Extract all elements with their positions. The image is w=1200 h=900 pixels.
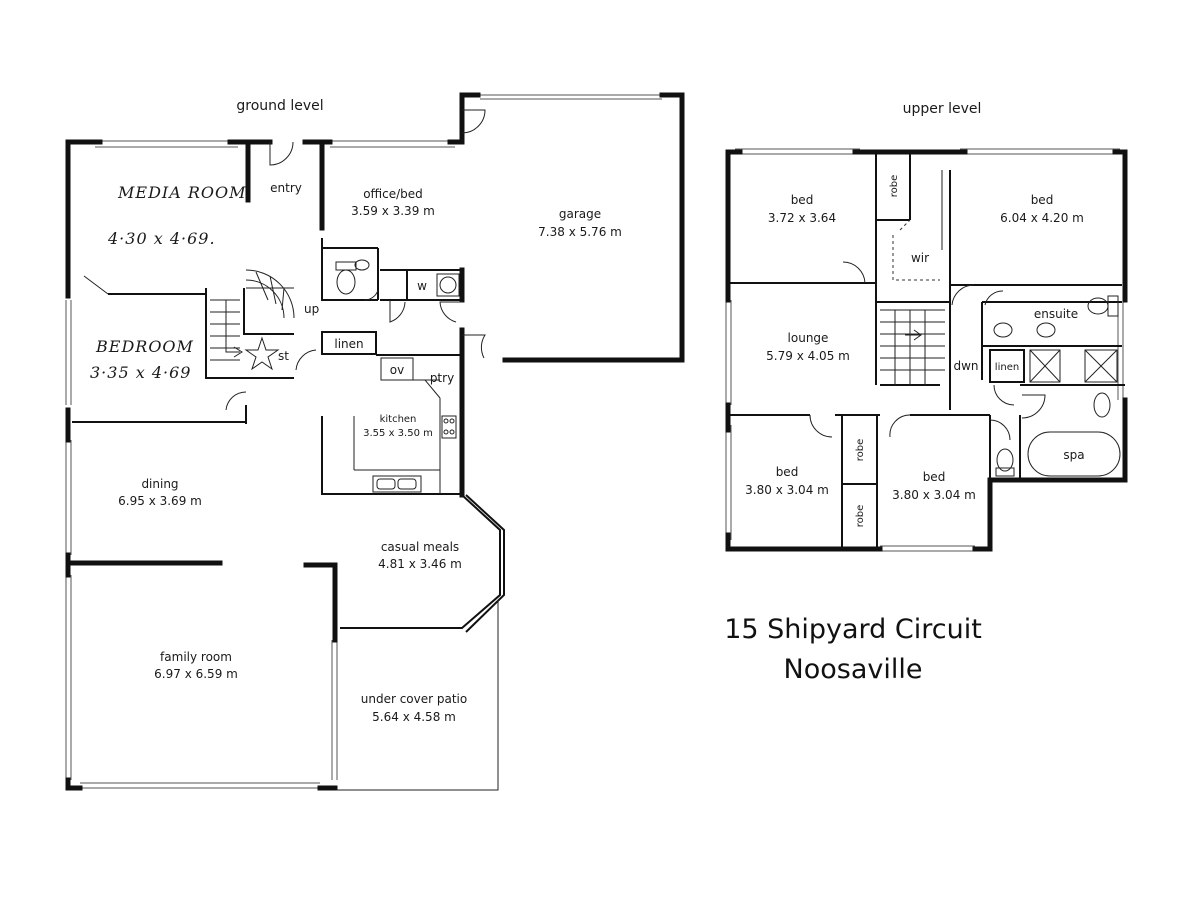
bedroom-dims: 3·35 x 4·69 <box>90 363 191 382</box>
ground-level-heading: ground level <box>236 98 323 114</box>
address-suburb: Noosaville <box>784 654 923 685</box>
family-room-dims: 6.97 x 6.59 m <box>154 667 238 681</box>
bedroom-name: BEDROOM <box>95 337 194 356</box>
ground-level-plan: ground level MEDIA ROOM 4·30 x 4·69. ent… <box>65 92 685 791</box>
bed1-dims: 3.72 x 3.64 <box>768 211 836 225</box>
bed4-dims: 3.80 x 3.04 m <box>892 488 976 502</box>
bed1-name: bed <box>791 193 814 207</box>
upper-fixtures <box>809 170 1121 477</box>
ground-labels: ground level MEDIA ROOM 4·30 x 4·69. ent… <box>90 98 622 724</box>
bed2-name: bed <box>1031 193 1054 207</box>
address-block: 15 Shipyard Circuit Noosaville <box>724 614 982 685</box>
casual-meals-name: casual meals <box>381 540 459 554</box>
upper-windows <box>725 148 1124 552</box>
upper-labels: upper level bed 3.72 x 3.64 robe bed 6.0… <box>745 101 1084 527</box>
upper-walls <box>725 149 1128 552</box>
media-room-dims: 4·30 x 4·69. <box>107 229 216 248</box>
robe1-label: robe <box>889 175 900 198</box>
patio-name: under cover patio <box>361 692 467 706</box>
media-room-name: MEDIA ROOM <box>117 183 247 202</box>
pantry-label: ptry <box>430 371 454 385</box>
spa-label: spa <box>1063 448 1084 462</box>
upper-linen-label: linen <box>995 362 1019 373</box>
garage-name: garage <box>559 207 601 221</box>
dining-name: dining <box>141 477 178 491</box>
upper-level-plan: upper level bed 3.72 x 3.64 robe bed 6.0… <box>725 101 1128 552</box>
robe2-label: robe <box>855 439 866 462</box>
laundry-w-label: w <box>417 279 427 293</box>
patio-dims: 5.64 x 4.58 m <box>372 710 456 724</box>
ground-fixtures <box>83 109 486 493</box>
wir-label: wir <box>911 251 929 265</box>
robe3-label: robe <box>855 505 866 528</box>
lounge-dims: 5.79 x 4.05 m <box>766 349 850 363</box>
address-street: 15 Shipyard Circuit <box>724 614 982 645</box>
upper-level-heading: upper level <box>903 101 982 117</box>
family-room-name: family room <box>160 650 232 664</box>
office-dims: 3.59 x 3.39 m <box>351 204 435 218</box>
bed2-dims: 6.04 x 4.20 m <box>1000 211 1084 225</box>
ground-linen-label: linen <box>334 337 363 351</box>
oven-label: ov <box>390 363 404 377</box>
entry-label: entry <box>270 181 302 195</box>
bed3-dims: 3.80 x 3.04 m <box>745 483 829 497</box>
dining-dims: 6.95 x 3.69 m <box>118 494 202 508</box>
office-name: office/bed <box>363 187 423 201</box>
kitchen-name: kitchen <box>380 414 417 425</box>
ground-walls <box>65 92 685 791</box>
stair-down-label: dwn <box>953 359 978 373</box>
lounge-name: lounge <box>788 331 829 345</box>
kitchen-dims: 3.55 x 3.50 m <box>363 428 433 439</box>
stair-up-label: up <box>304 302 319 316</box>
casual-meals-dims: 4.81 x 3.46 m <box>378 557 462 571</box>
storage-label: st <box>278 349 289 363</box>
ensuite-label: ensuite <box>1034 307 1078 321</box>
bed4-name: bed <box>923 470 946 484</box>
ground-windows <box>65 94 662 789</box>
garage-dims: 7.38 x 5.76 m <box>538 225 622 239</box>
bed3-name: bed <box>776 465 799 479</box>
